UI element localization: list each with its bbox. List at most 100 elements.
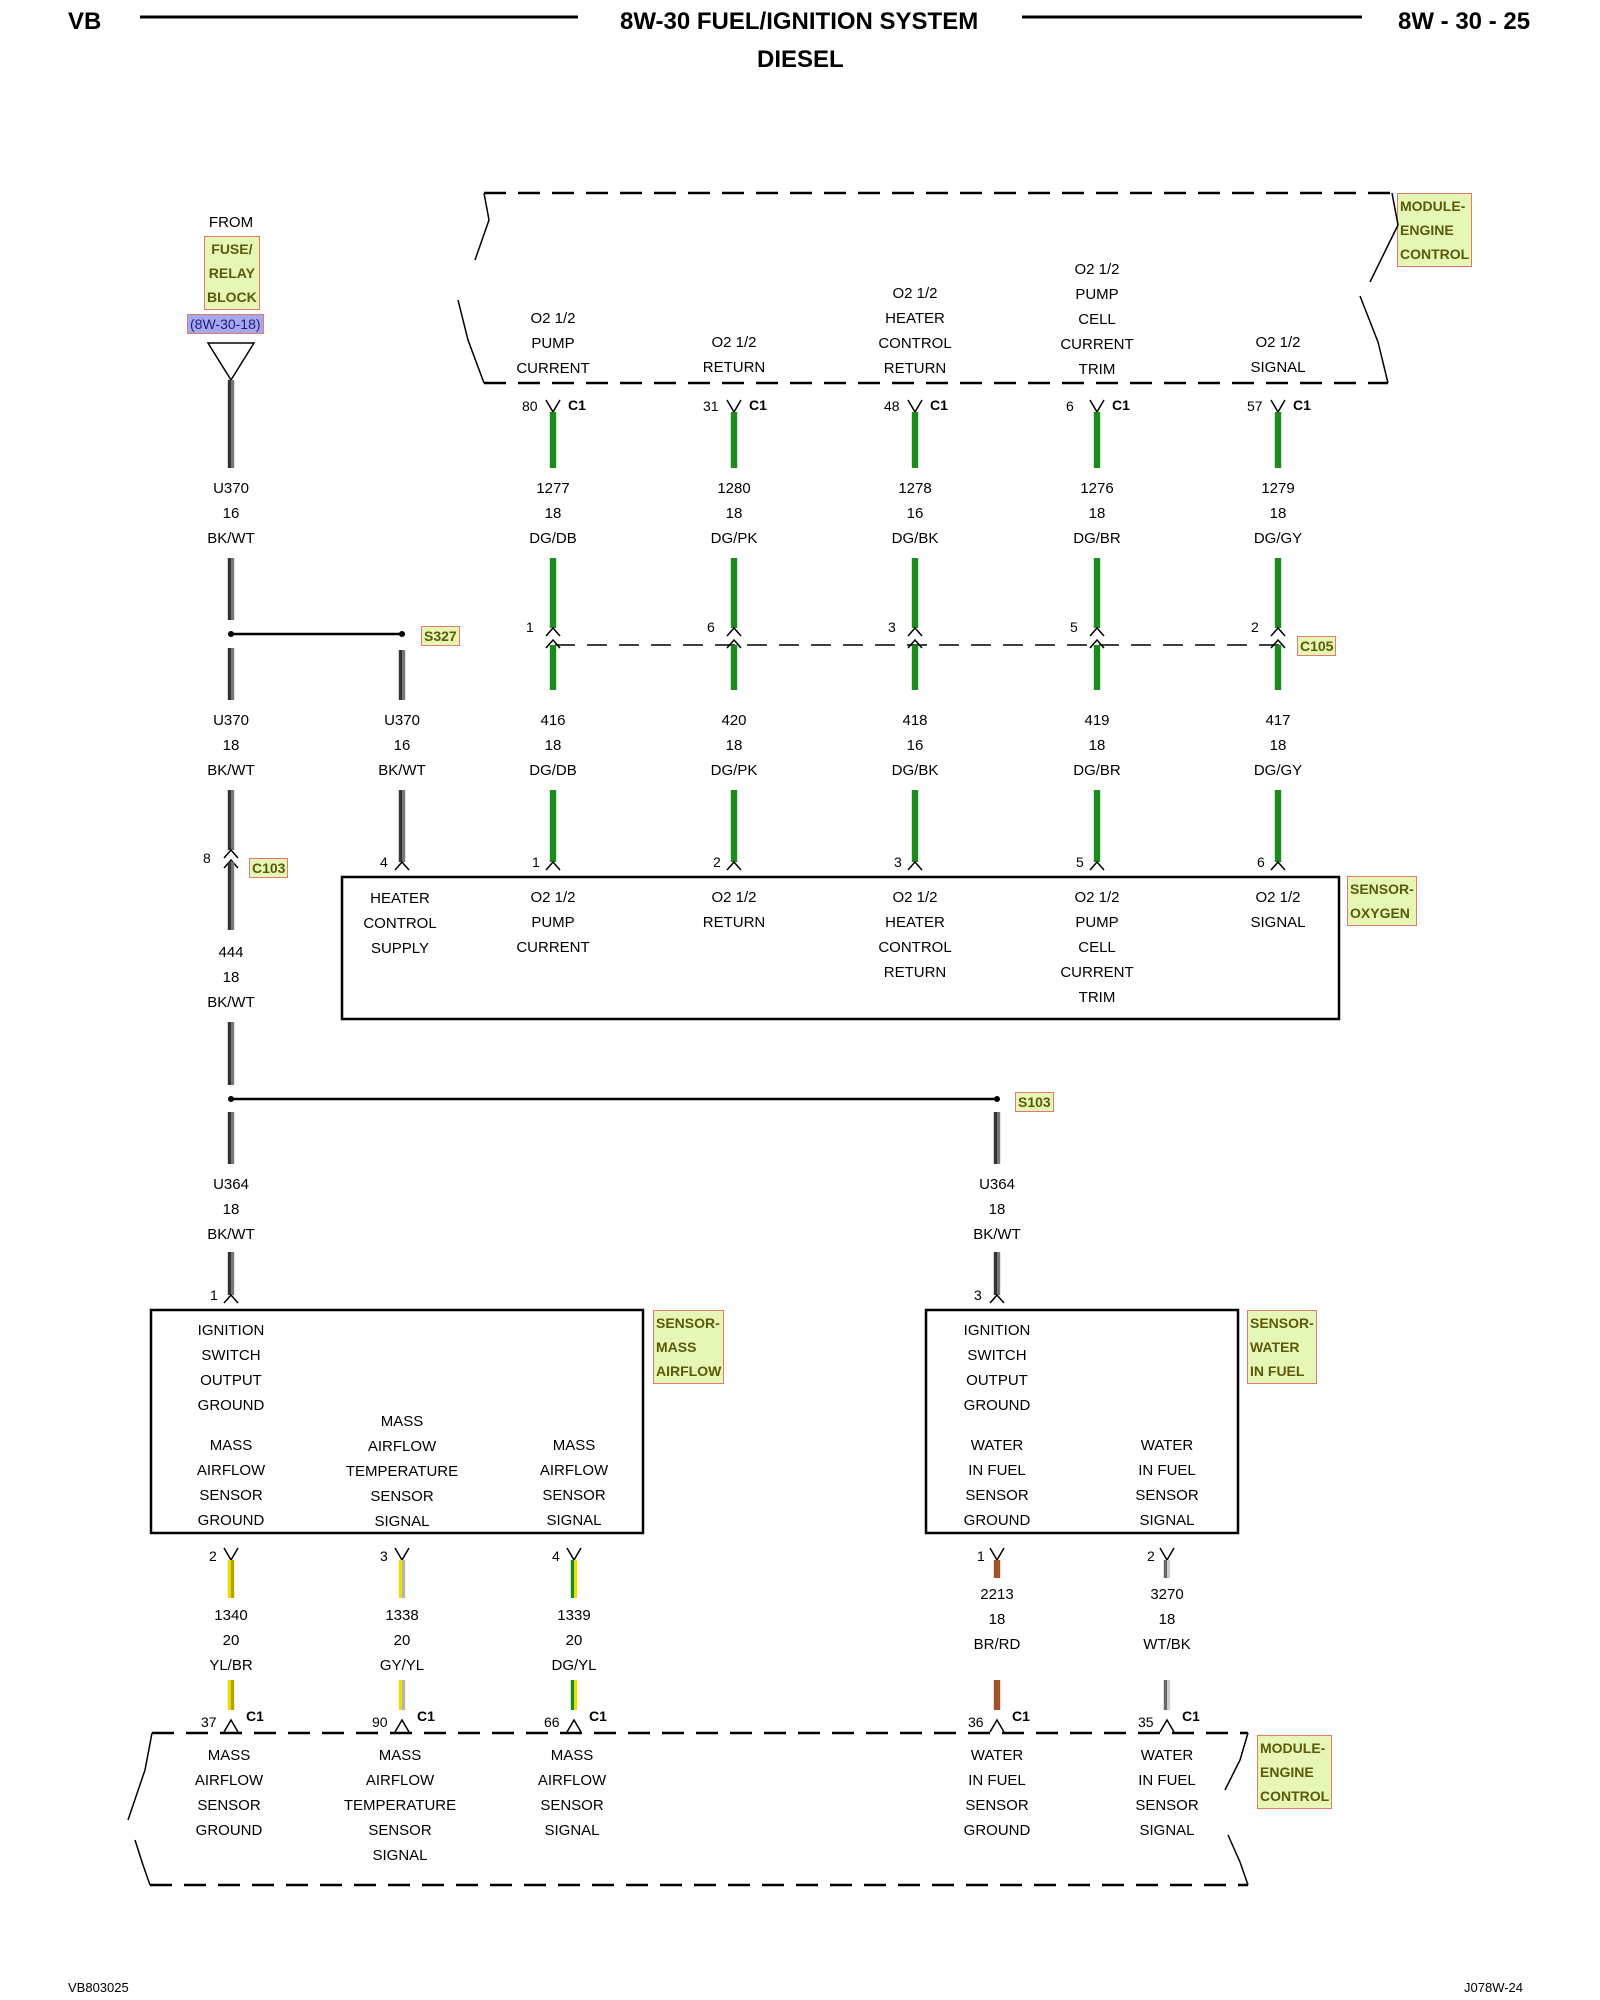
sensor-pin-terminal: [989, 1293, 1005, 1304]
sensor-function: HEATER CONTROL SUPPLY: [363, 886, 436, 961]
text-line: 18: [725, 737, 743, 754]
splice-s103-tag[interactable]: S103: [1015, 1092, 1054, 1112]
fuse-ref-link[interactable]: (8W-30-18): [187, 314, 264, 334]
wif-sensor-box: [924, 1308, 1240, 1535]
text-line: 18: [1269, 737, 1287, 754]
text-line: TRIM: [1078, 360, 1116, 378]
text-line: AIRFLOW: [194, 1772, 264, 1789]
fuse-tag-line: FUSE/: [211, 241, 253, 257]
maf-sensor-tag[interactable]: SENSOR- MASS AIRFLOW: [653, 1310, 725, 1384]
ecm-bottom-tag[interactable]: MODULE- ENGINE CONTROL: [1257, 1735, 1333, 1809]
text-line: 20: [565, 1632, 583, 1649]
ecm-pin-terminal: [1089, 399, 1105, 414]
sensor-function: IGNITION SWITCH OUTPUT GROUND: [198, 1318, 265, 1418]
text-line: IN FUEL: [1138, 1772, 1196, 1789]
text-line: DG/BK: [891, 530, 939, 547]
gauge: 18: [222, 1201, 240, 1218]
splice-s327-tag[interactable]: S327: [421, 626, 460, 646]
fuse-relay-block-tag[interactable]: FUSE/ RELAY BLOCK: [204, 236, 260, 310]
text-line: 20: [393, 1632, 411, 1649]
text-line: AIRFLOW: [537, 1772, 607, 1789]
fuse-feed-triangle: [206, 342, 256, 382]
text-line: PUMP: [531, 334, 575, 352]
gauge: 18: [988, 1201, 1006, 1218]
c105-terminal: [545, 638, 561, 649]
text-line: DG/BR: [1073, 762, 1121, 779]
connector-c103-tag[interactable]: C103: [249, 858, 289, 878]
pin-number: 8: [203, 850, 211, 866]
text-line: 1340: [214, 1607, 248, 1624]
sensor-pin-terminal: [223, 1547, 239, 1562]
ecm-bottom-boundary: [127, 1731, 1249, 1887]
ecm-pin-number: 35: [1138, 1714, 1154, 1730]
c105-pin-number: 2: [1251, 619, 1259, 635]
text-line: CELL: [1078, 939, 1116, 956]
footer-right: J078W-24: [1464, 1980, 1524, 1995]
ecm-top-tag[interactable]: MODULE- ENGINE CONTROL: [1397, 193, 1473, 267]
ecm-pin-terminal: [1270, 399, 1286, 414]
footer-left: VB803025: [68, 1980, 129, 1995]
circuit: U364: [213, 1176, 249, 1193]
text-line: SENSOR: [370, 1487, 434, 1505]
text-line: 1277: [536, 480, 570, 497]
text-line: SIGNAL: [544, 1822, 600, 1839]
sensor-pin-number: 2: [1147, 1548, 1155, 1564]
text-line: SENSOR: [542, 1487, 606, 1504]
connector-c1-label: C1: [930, 397, 948, 413]
text-line: GROUND: [963, 1512, 1031, 1529]
oxygen-sensor-tag[interactable]: SENSOR- OXYGEN: [1347, 876, 1417, 926]
text-line: O2 1/2: [892, 889, 938, 906]
sensor-pin-number: 2: [713, 854, 721, 870]
text-line: MASS: [552, 1437, 596, 1454]
ecm-pin-number: 31: [703, 398, 719, 414]
gauge: 18: [222, 969, 240, 986]
text-line: SENSOR: [965, 1487, 1029, 1504]
gauge: 18: [222, 737, 240, 754]
func-line: HEATER: [370, 890, 430, 907]
text-line: SIGNAL: [1139, 1512, 1195, 1529]
text-line: O2 1/2: [1255, 334, 1301, 351]
ecm-pin-number: 90: [372, 1714, 388, 1730]
text-line: 2213: [980, 1586, 1014, 1603]
text-line: TRIM: [1078, 989, 1116, 1006]
text-line: 18: [1088, 737, 1106, 754]
sensor-pin-number: 5: [1076, 854, 1084, 870]
text-line: 20: [222, 1632, 240, 1649]
c105-terminal: [726, 638, 742, 649]
sensor-pin-number: 2: [209, 1548, 217, 1564]
splice-dot: [399, 631, 405, 637]
gauge: 16: [393, 737, 411, 754]
text-line: GROUND: [195, 1822, 263, 1839]
connector-c105-tag[interactable]: C105: [1297, 636, 1337, 656]
text-line: HEATER: [885, 310, 945, 327]
text-line: 3270: [1150, 1586, 1184, 1603]
text-line: 1280: [717, 480, 751, 497]
wif-sensor-tag[interactable]: SENSOR- WATER IN FUEL: [1247, 1310, 1317, 1384]
ecm-pin-number: 6: [1066, 398, 1074, 414]
color: BK/WT: [207, 530, 255, 547]
connector-c1-label: C1: [246, 1708, 264, 1724]
tag-line: AIRFLOW: [656, 1363, 722, 1379]
tag-line: IN FUEL: [1250, 1363, 1305, 1379]
text-line: GROUND: [963, 1822, 1031, 1839]
text-line: 18: [988, 1611, 1006, 1628]
ecm-pin-terminal: [989, 1718, 1005, 1733]
connector-c1-label: C1: [1012, 1708, 1030, 1724]
c105-pin-number: 6: [707, 619, 715, 635]
text-line: DG/GY: [1253, 762, 1303, 779]
sensor-function: IGNITION SWITCH OUTPUT GROUND: [964, 1318, 1031, 1418]
text-line: 18: [544, 505, 562, 522]
text-line: PUMP: [1075, 285, 1119, 303]
text-line: RETURN: [883, 964, 947, 981]
text-line: DG/DB: [529, 762, 577, 779]
text-line: YL/BR: [209, 1657, 253, 1674]
text-line: AIRFLOW: [365, 1772, 435, 1789]
